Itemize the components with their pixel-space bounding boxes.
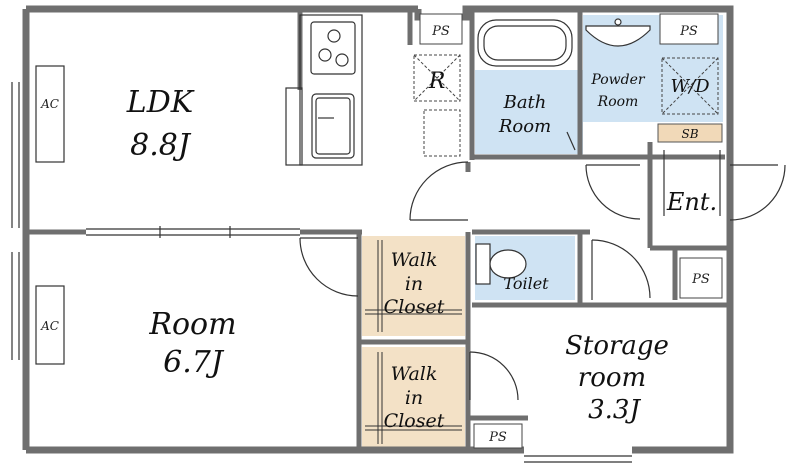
storage-line2: room [578, 363, 646, 393]
sliding-door [86, 226, 300, 238]
interior-walls [26, 12, 730, 450]
ps-label-right: PS [691, 272, 710, 287]
closet-upper-line3: Closet [384, 296, 445, 318]
ldk-name: LDK [126, 85, 195, 120]
entrance-label: Ent. [666, 188, 717, 216]
ps-label-top-right: PS [679, 24, 698, 39]
ac-label-room: AC [40, 319, 59, 333]
shoebox-fill [657, 123, 723, 143]
shoebox-label: SB [681, 127, 698, 141]
wd-label: W/D [671, 76, 711, 97]
closet-lower-line2: in [405, 387, 423, 409]
powder-line2: Room [597, 94, 639, 110]
bath-tub [477, 19, 573, 67]
closet-upper-line1: Walk [391, 249, 438, 271]
ac-label-ldk: AC [40, 97, 59, 111]
kitchen-counter [285, 14, 363, 166]
ps-label-top-left: PS [431, 24, 450, 39]
powder-line1: Powder [590, 72, 646, 88]
left-windows [11, 82, 20, 360]
ps-boxes [419, 13, 723, 449]
door-swings [299, 150, 786, 401]
closet-rods [365, 240, 462, 444]
storage-line1: Storage [565, 331, 669, 361]
bath-room-fill [475, 70, 583, 154]
toilet-label: Toilet [503, 274, 549, 293]
bath-line1: Bath [503, 92, 547, 113]
storage-size: 3.3J [588, 395, 641, 425]
closet-lower-line1: Walk [391, 363, 438, 385]
toilet-fixture [475, 243, 527, 285]
bath-line2: Room [498, 116, 551, 137]
ldk-size: 8.8J [130, 128, 192, 163]
room-size: 6.7J [163, 345, 225, 380]
washbasin [585, 18, 651, 47]
closet-upper-line2: in [405, 273, 423, 295]
fridge-space [413, 54, 461, 157]
fridge-label: R [428, 69, 446, 94]
bottom-opening [524, 455, 632, 463]
ac-units [35, 65, 65, 365]
upper-closet-fill [362, 236, 465, 336]
room-name: Room [148, 307, 236, 342]
washer-space [661, 57, 719, 115]
bath-door [566, 131, 576, 151]
closet-lower-line3: Closet [384, 410, 445, 432]
ps-label-bottom: PS [488, 430, 507, 445]
